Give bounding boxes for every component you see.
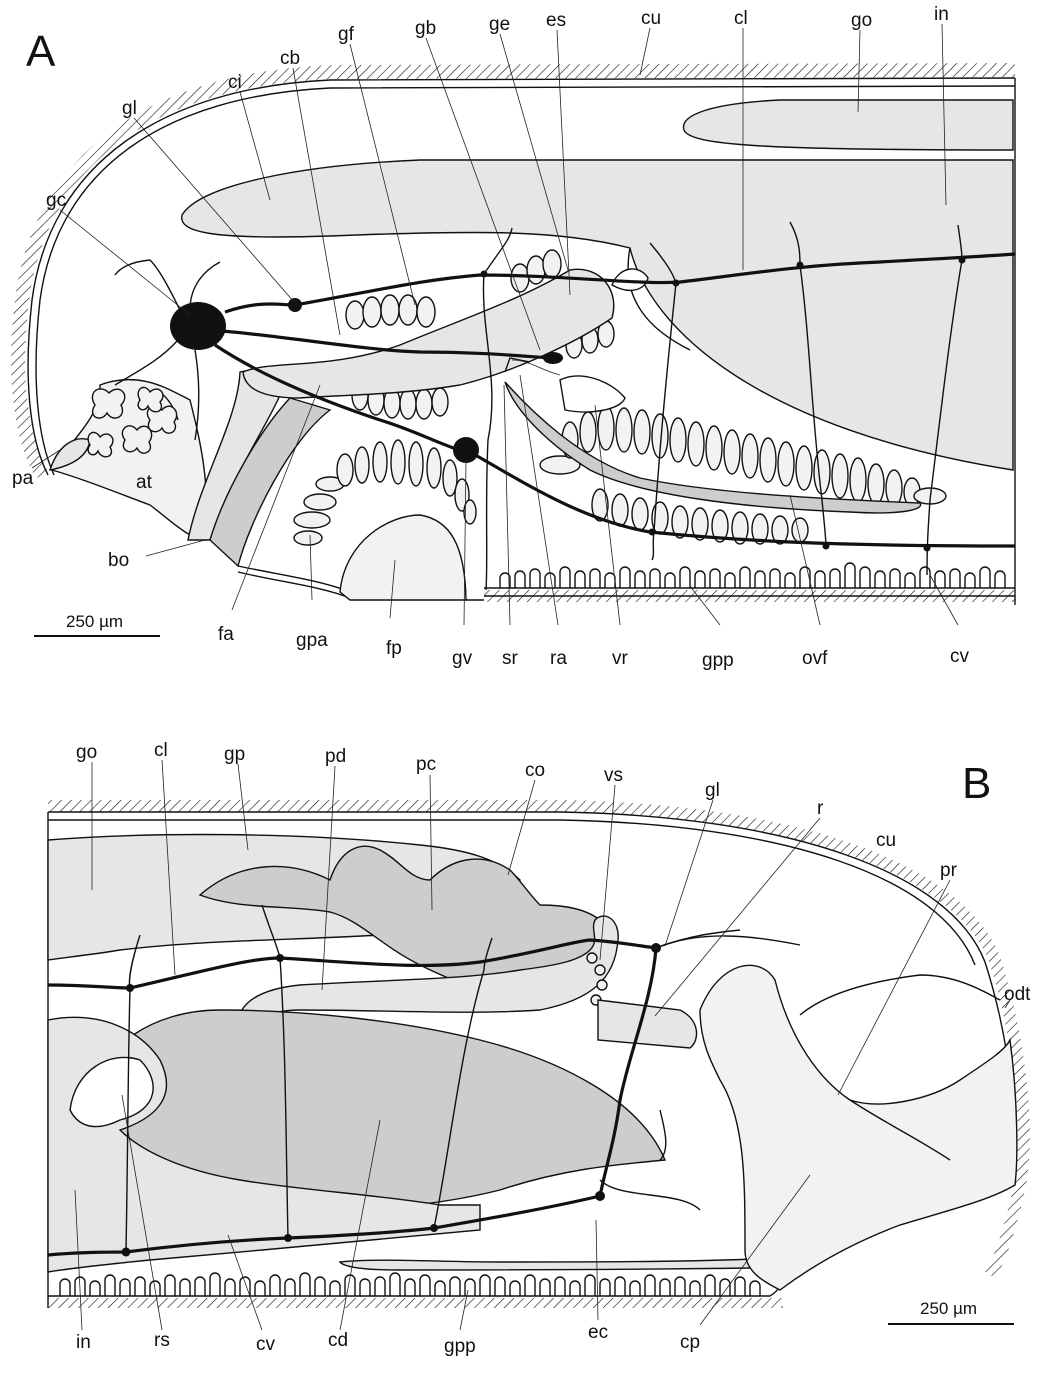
label-a-cv: cv: [950, 646, 970, 667]
label-b-cd: cd: [328, 1330, 348, 1351]
seminal-vesicle-a: [243, 269, 614, 398]
label-b-pc: pc: [416, 754, 436, 775]
label-a-cl: cl: [734, 8, 748, 29]
label-a-ge: ge: [489, 14, 510, 35]
panel-b: B: [48, 740, 1031, 1357]
label-a-bo: bo: [108, 550, 129, 571]
label-b-odt: odt: [1004, 984, 1031, 1005]
label-a-at: at: [136, 472, 153, 493]
label-b-vs: vs: [604, 765, 623, 786]
label-b-cl: cl: [154, 740, 168, 761]
scale-label-b: 250 µm: [920, 1299, 977, 1318]
scale-label-a: 250 µm: [66, 612, 123, 631]
label-b-pd: pd: [325, 746, 346, 767]
label-a-vr: vr: [612, 648, 629, 669]
pharynx-b: [700, 965, 1017, 1290]
gpp-row-b: [60, 1273, 760, 1296]
label-a-go: go: [851, 10, 872, 31]
label-a-gpa: gpa: [296, 630, 328, 651]
ganglion-gb-a: [543, 352, 563, 364]
label-a-sr: sr: [502, 648, 519, 669]
label-a-fa: fa: [218, 624, 234, 645]
label-b-gp: gp: [224, 744, 245, 765]
label-b-rs: rs: [154, 1330, 170, 1351]
label-b-pr: pr: [940, 860, 958, 881]
r-band-b: [598, 1000, 697, 1048]
label-a-gl: gl: [122, 98, 137, 119]
gpp-row-a: [500, 563, 1005, 588]
label-a-fp: fp: [386, 638, 402, 659]
ganglion-gv-a: [453, 437, 479, 463]
label-b-co: co: [525, 760, 545, 781]
label-a-cb: cb: [280, 48, 300, 69]
label-a-gf: gf: [338, 24, 355, 45]
label-b-cv: cv: [256, 1334, 276, 1355]
label-a-ra: ra: [550, 648, 567, 669]
label-b-ec: ec: [588, 1322, 608, 1343]
ganglion-gl-a: [288, 298, 302, 312]
label-a-pa: pa: [12, 468, 34, 489]
gonad-a: [684, 100, 1013, 150]
penis-papilla-a: [340, 515, 466, 600]
label-b-cu: cu: [876, 830, 896, 851]
label-b-cp: cp: [680, 1332, 700, 1353]
label-b-in: in: [76, 1332, 91, 1353]
label-a-ci: ci: [228, 72, 242, 93]
label-b-gpp: gpp: [444, 1336, 476, 1357]
label-a-in: in: [934, 4, 949, 25]
label-b-gl: gl: [705, 780, 720, 801]
label-a-ovf: ovf: [802, 648, 828, 669]
panel-a-letter: A: [26, 27, 56, 76]
label-a-gc: gc: [46, 190, 66, 211]
label-a-gpp: gpp: [702, 650, 734, 671]
label-a-gb: gb: [415, 18, 436, 39]
label-a-cu: cu: [641, 8, 661, 29]
cerebral-ganglion: [170, 302, 226, 350]
label-b-r: r: [817, 798, 824, 819]
vr-a: [560, 376, 625, 412]
label-a-es: es: [546, 10, 566, 31]
ejaculatory-duct-b: [340, 1258, 777, 1270]
panel-b-letter: B: [962, 759, 991, 808]
panel-a: A: [12, 4, 1015, 671]
label-a-gv: gv: [452, 648, 473, 669]
label-b-go: go: [76, 742, 97, 763]
